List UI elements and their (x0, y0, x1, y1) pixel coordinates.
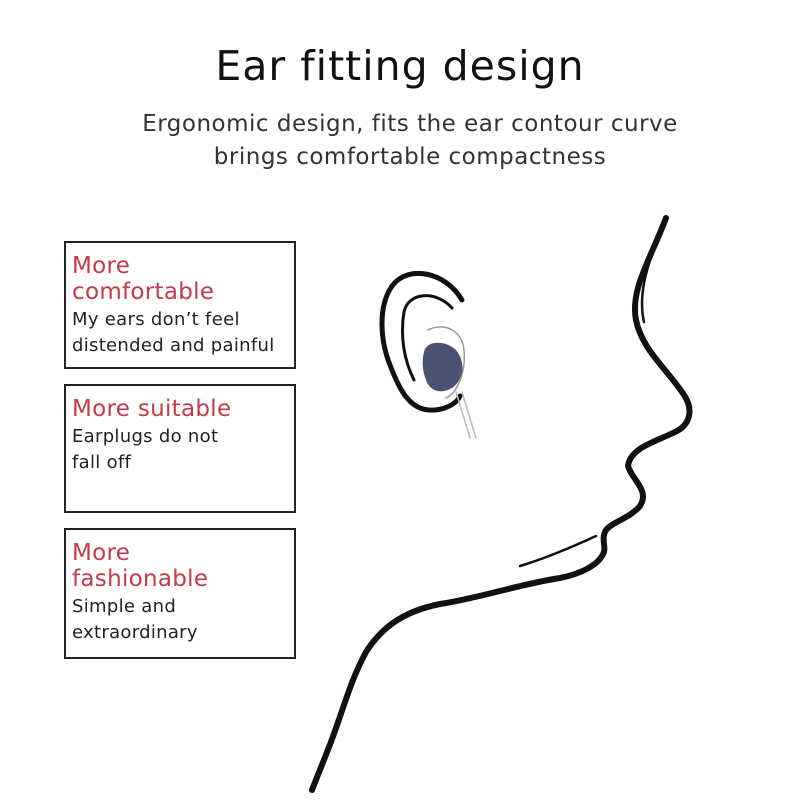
feature-description-line-1: My ears don’t feel (72, 309, 240, 330)
earplug-shape (422, 342, 463, 392)
page-title: Ear fitting design (215, 42, 585, 90)
face-profile-inner-stroke (518, 230, 662, 568)
ear-concha-line (427, 326, 466, 399)
feature-heading-line-1: More (72, 253, 131, 279)
feature-heading-line-2: comfortable (72, 279, 215, 305)
feature-description: Simple and extraordinary (72, 594, 294, 646)
feature-description-line-2: extraordinary (72, 622, 198, 643)
feature-description-line-1: Earplugs do not (72, 426, 219, 447)
face-profile-outline (309, 215, 693, 793)
feature-heading-line-1: More suitable (72, 396, 232, 422)
feature-heading: More comfortable (72, 253, 294, 305)
feature-heading: More fashionable (72, 540, 294, 592)
feature-card-suitable: More suitable Earplugs do not fall off (64, 384, 296, 513)
subtitle-line-2: brings comfortable compactness (213, 144, 607, 170)
feature-card-comfortable: More comfortable My ears don’t feel dist… (64, 241, 296, 369)
feature-description-line-1: Simple and (72, 596, 177, 617)
feature-description-line-2: fall off (72, 452, 132, 473)
feature-heading-line-2: fashionable (72, 566, 209, 592)
feature-description: Earplugs do not fall off (72, 424, 294, 476)
ear-inner-fold (400, 294, 454, 382)
page-subtitle: Ergonomic design, fits the ear contour c… (110, 108, 710, 174)
feature-description-line-2: distended and painful (72, 335, 275, 356)
ear-outline (379, 270, 465, 413)
subtitle-line-1: Ergonomic design, fits the ear contour c… (142, 111, 678, 137)
feature-card-fashionable: More fashionable Simple and extraordinar… (64, 528, 296, 659)
earplug-cord (455, 391, 477, 439)
feature-heading-line-1: More (72, 540, 131, 566)
feature-description: My ears don’t feel distended and painful (72, 307, 294, 359)
feature-heading: More suitable (72, 396, 294, 422)
